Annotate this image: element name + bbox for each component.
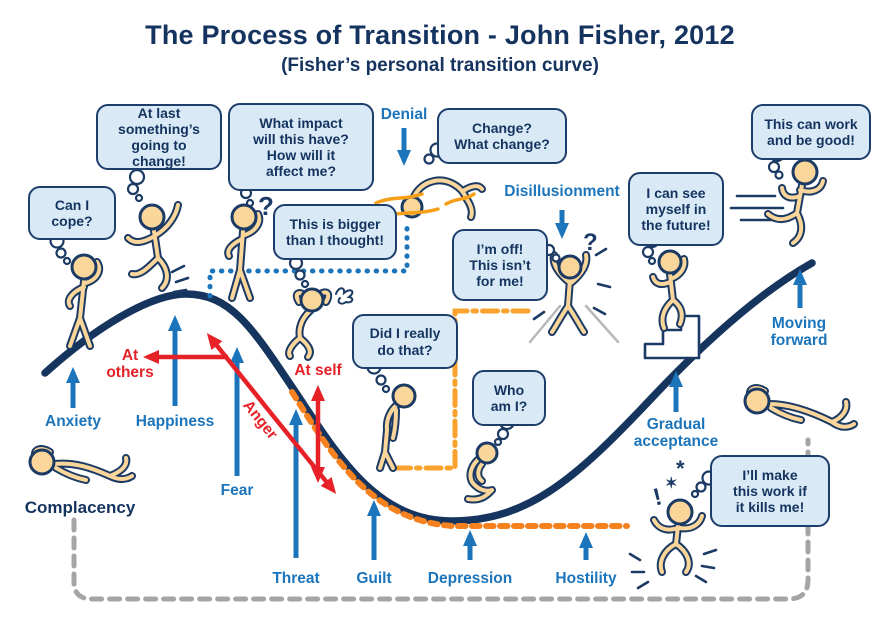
exclamation-icon: ! [650,483,664,511]
speed-lines-icon [729,194,785,222]
transition-curve [41,259,816,525]
denial-detour-dotted-line [207,219,410,299]
label-depression: Depression [427,570,513,587]
slumped-figure [376,383,417,472]
loopback-lying-figure [743,384,858,431]
falling-lines [528,304,620,344]
head-in-sand-figure [374,176,486,221]
speech-bubble-what-impact: What impact will this have? How will it … [228,103,374,191]
kneeling-figure [464,441,499,504]
label-anxiety: Anxiety [45,413,101,430]
speech-bubble-im-off: I’m off! This isn’t for me! [452,229,548,301]
label-hostility: Hostility [555,570,617,587]
label-moving-forward: Moving forward [770,315,828,350]
label-gradual-acceptance: Gradual acceptance [633,416,719,451]
speech-bubble-who-am-i: Who am I? [472,370,546,426]
anger-diagonal-arrow-up [206,333,272,414]
stair-climbing-figure [643,249,701,360]
speech-bubble-can-work: This can work and be good! [751,104,871,160]
can-i-cope-figure [64,253,104,350]
label-complacency: Complacency [24,498,136,517]
anger-arrows [143,333,337,494]
speech-bubble-what-change: Change? What change? [437,108,567,164]
label-fear: Fear [220,482,254,499]
speech-bubble-did-i: Did I really do that? [352,314,458,369]
label-disillusionment: Disillusionment [504,183,620,200]
angry-stomping-figure: ! ✶ * [628,456,718,590]
label-denial: Denial [380,106,428,123]
question-mark-icon: ? [583,229,598,256]
speech-bubble-at-last: At last something’s going to change! [96,104,222,170]
jumping-figure [124,201,190,294]
asterisk-icon: * [676,456,685,481]
anger-diagonal-arrow-down [268,410,337,494]
star-icon: ✶ [665,475,678,492]
speech-bubble-bigger: This is bigger than I thought! [273,204,397,260]
confused-figure: ? [224,191,274,302]
label-guilt: Guilt [356,570,392,587]
speech-bubble-can-i-cope: Can I cope? [28,186,116,240]
speech-bubble-future: I can see myself in the future! [628,172,724,246]
speech-bubble-kills-me: I’ll make this work if it kills me! [710,455,830,527]
label-threat: Threat [272,570,320,587]
page-title: The Process of Transition - John Fisher,… [145,20,735,50]
exit-dashdot-line [387,308,531,471]
overwhelmed-figure [285,287,354,361]
stairs-icon [643,314,701,360]
scribble-icon [335,287,354,305]
label-at-others: At others [106,347,154,382]
question-mark-icon: ? [258,191,274,221]
running-figure [729,158,827,247]
complacency-loop-dashed-line [71,437,811,602]
hostility-dotted-line [289,389,630,529]
complacency-lying-figure [28,445,136,484]
label-happiness: Happiness [135,413,215,430]
page-subtitle: (Fisher’s personal transition curve) [281,55,599,76]
disillusioned-figure: ? [520,229,612,336]
label-at-self: At self [294,362,342,379]
